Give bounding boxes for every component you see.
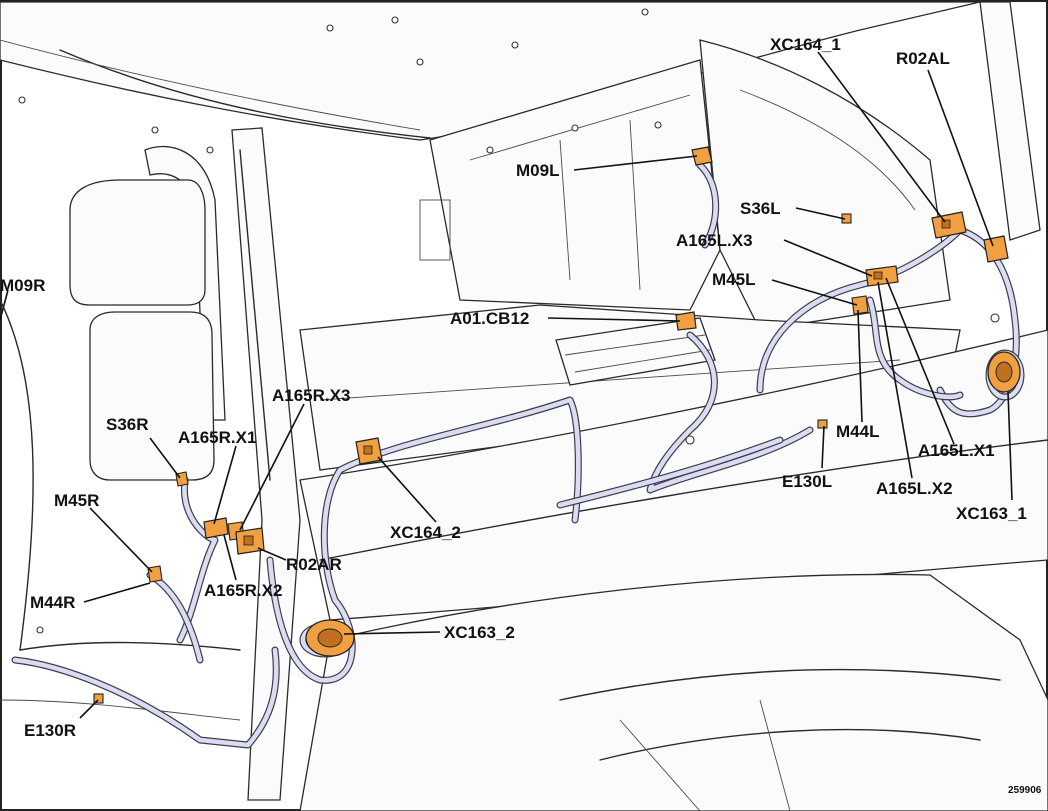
wiring-harness [11, 161, 1025, 749]
figure-number: 259906 [1008, 785, 1042, 796]
component-e130l [817, 419, 828, 429]
component-xc163-2 [305, 619, 355, 657]
label-xc164-1: XC164_1 [770, 35, 841, 54]
label-m44l: M44L [836, 422, 879, 441]
label-m09r: M09R [0, 276, 45, 295]
label-r02ar: R02AR [286, 555, 342, 574]
label-xc163-2: XC163_2 [444, 623, 515, 642]
component-e130r [93, 693, 104, 704]
label-m45l: M45L [712, 270, 755, 289]
label-a165r-x3: A165R.X3 [272, 386, 350, 405]
label-a165l-x2: A165L.X2 [876, 479, 953, 498]
component-xc164-1 [931, 211, 967, 239]
component-a01-cb12 [675, 311, 697, 331]
leader-lines [0, 51, 1013, 719]
label-e130l: E130L [782, 472, 832, 491]
component-xc163-1 [987, 351, 1021, 393]
label-a165l-x3: A165L.X3 [676, 231, 753, 250]
label-a01-cb12: A01.CB12 [450, 309, 529, 328]
component-a165l-x3 [865, 265, 899, 287]
electrical-components [93, 146, 1021, 704]
label-a165l-x1: A165L.X1 [918, 441, 995, 460]
component-r02al [983, 235, 1009, 263]
component-a165r-x1 [203, 517, 229, 539]
component-labels: XC164_1 R02AL M09L S36L A165L.X3 M45L A0… [0, 35, 1042, 796]
label-e130r: E130R [24, 721, 76, 740]
label-a165r-x2: A165R.X2 [204, 581, 282, 600]
label-s36l: S36L [740, 199, 781, 218]
component-m09l [691, 146, 713, 166]
label-m44r: M44R [30, 593, 75, 612]
label-m09l: M09L [516, 161, 559, 180]
component-m45l [851, 295, 869, 315]
label-r02al: R02AL [896, 49, 950, 68]
label-a165r-x1: A165R.X1 [178, 428, 256, 447]
component-xc164-2 [355, 437, 383, 465]
component-m45r [147, 565, 163, 583]
label-xc163-1: XC163_1 [956, 504, 1027, 523]
label-m45r: M45R [54, 491, 99, 510]
component-r02ar [235, 527, 265, 555]
label-s36r: S36R [106, 415, 149, 434]
label-xc164-2: XC164_2 [390, 523, 461, 542]
